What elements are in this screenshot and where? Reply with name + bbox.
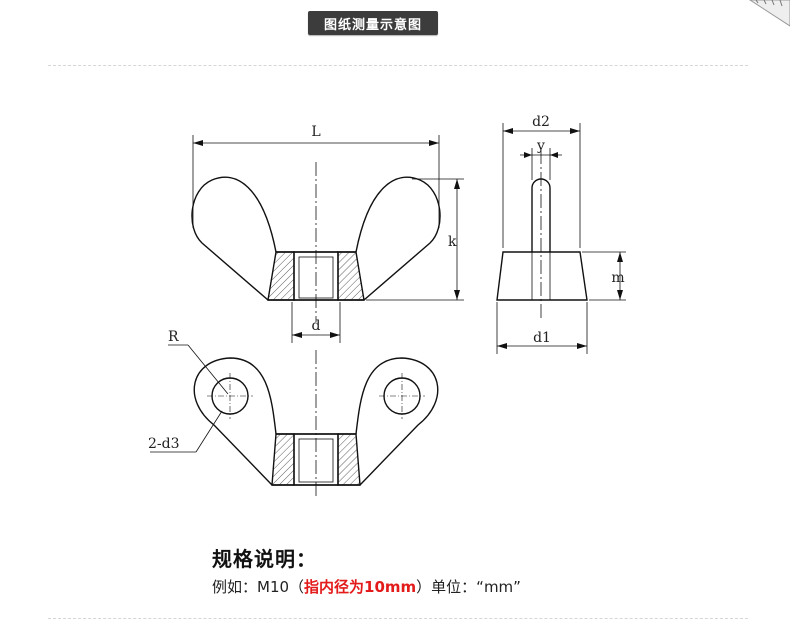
label-d1: d1 (533, 330, 551, 346)
label-y: y (536, 138, 545, 154)
spec-example-suffix: ）单位：“mm” (416, 578, 521, 596)
divider-bottom (48, 618, 748, 619)
label-d2: d2 (532, 114, 550, 130)
page-title: 图纸测量示意图 (308, 11, 438, 35)
front-view (191, 135, 464, 343)
spec-example-prefix: 例如：M10（ (212, 578, 305, 596)
spec-example-highlight: 指内径为10mm (304, 578, 417, 596)
top-view (150, 344, 439, 498)
label-d3: 2-d3 (148, 436, 180, 452)
spec-title: 规格说明： (212, 547, 317, 571)
label-L: L (311, 124, 320, 140)
label-k: k (448, 234, 457, 250)
label-m: m (611, 270, 624, 286)
label-R: R (168, 329, 179, 345)
ruler-decoration (749, 0, 790, 27)
spec-section: 规格说明： 例如：M10（指内径为10mm）单位：“mm” (212, 543, 521, 597)
side-view (496, 123, 626, 354)
wing-nut-drawing: L k d d2 y m d1 (148, 114, 626, 498)
label-d: d (312, 318, 321, 334)
spec-example: 例如：M10（指内径为10mm）单位：“mm” (212, 576, 521, 597)
divider-top (48, 65, 748, 66)
